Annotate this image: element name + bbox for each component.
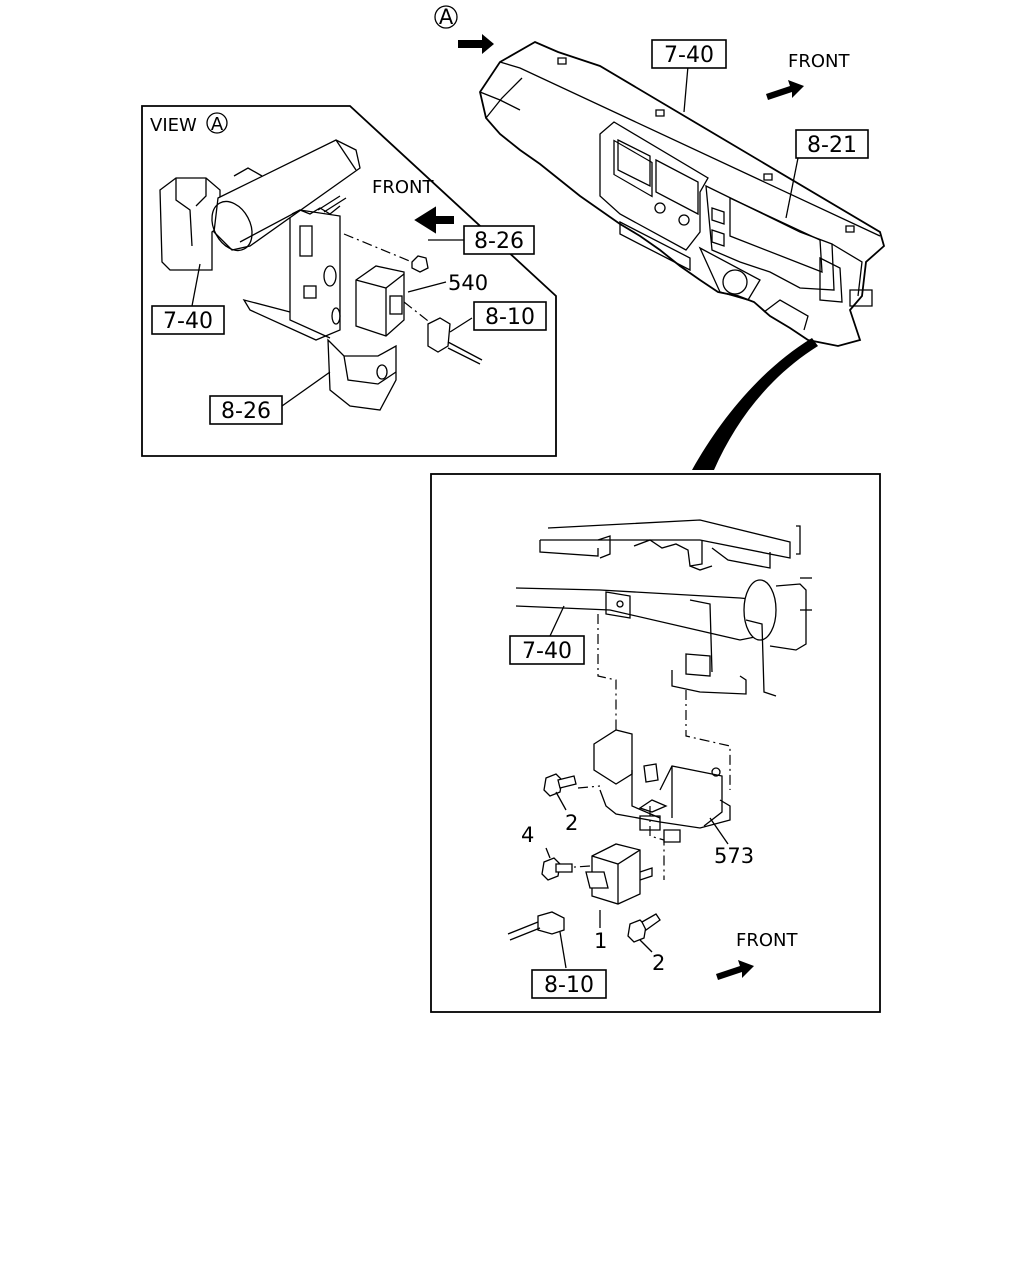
view-direction-arrow (458, 34, 494, 54)
front-arrow-top (766, 80, 804, 100)
part-540: 540 (448, 271, 488, 295)
front-arrow-view (414, 206, 454, 234)
part-1: 1 (594, 929, 607, 953)
ref-7-40-view: 7-40 (163, 309, 213, 334)
bolt-lower (627, 913, 661, 943)
ref-8-10-view: 8-10 (485, 305, 535, 330)
bolt-upper (543, 773, 577, 797)
ref-7-40-dashboard: 7-40 (664, 43, 714, 68)
front-arrow-bottom (716, 960, 754, 980)
ref-8-21-cluster: 8-21 (807, 133, 857, 158)
part-4: 4 (521, 823, 534, 847)
part-2-upper: 2 (565, 811, 578, 835)
ref-8-10-detail: 8-10 (544, 973, 594, 998)
ref-7-40-detail: 7-40 (522, 639, 572, 664)
front-label-view: FRONT (372, 177, 434, 198)
part-2-lower: 2 (652, 951, 665, 975)
detail-panel (430, 473, 881, 1013)
view-a-callout: A (439, 5, 454, 29)
dashboard-illustration: A (434, 5, 886, 470)
ref-8-26-upper: 8-26 (474, 229, 524, 254)
bolt-side (541, 857, 573, 881)
front-label-top: FRONT (788, 51, 850, 72)
view-a-title-circle: A (211, 114, 224, 135)
part-573: 573 (714, 844, 754, 868)
front-label-bottom: FRONT (736, 930, 798, 951)
view-a-panel: VIEW A (141, 105, 557, 457)
detail-pointer-arrow (692, 338, 818, 470)
ref-8-26-lower: 8-26 (221, 399, 271, 424)
view-a-title: VIEW (150, 115, 197, 136)
